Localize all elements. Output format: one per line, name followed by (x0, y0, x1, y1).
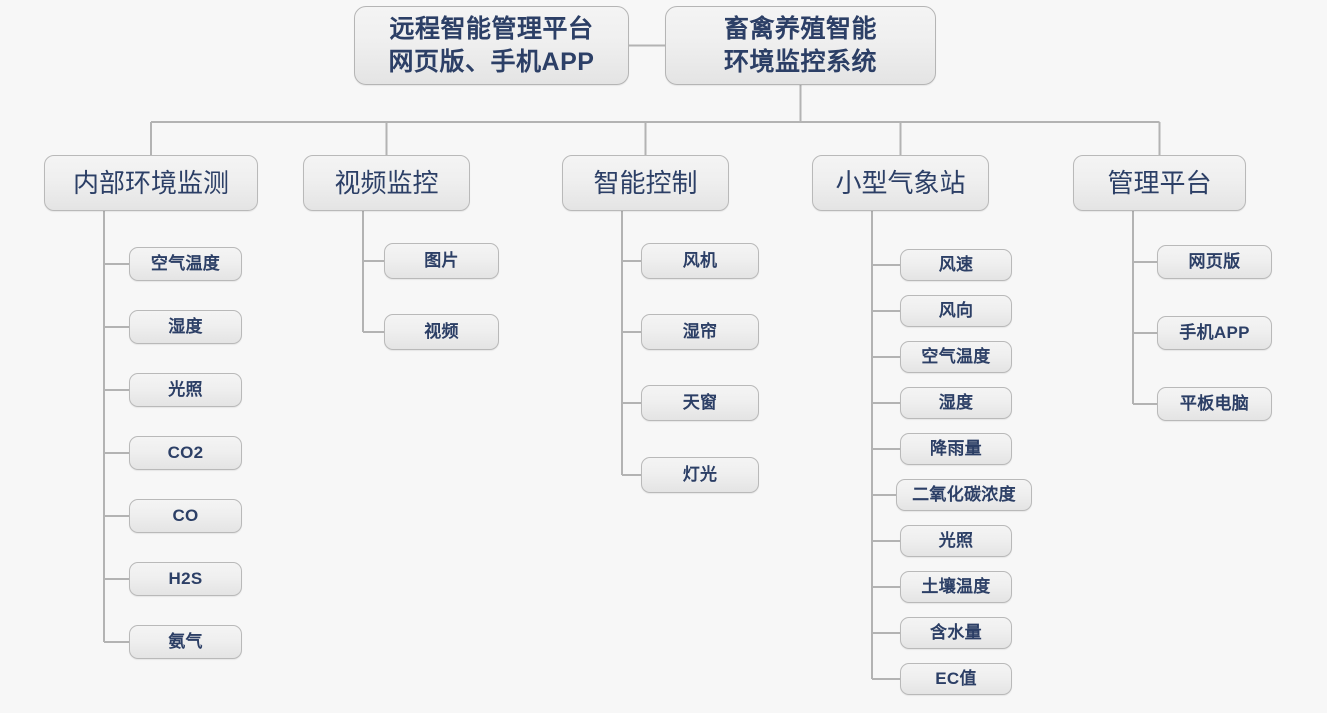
leaf-node-4-1[interactable]: 手机APP (1157, 316, 1272, 350)
leaf-node-0-1[interactable]: 湿度 (129, 310, 242, 344)
branch-node-0-label: 内部环境监测 (72, 167, 229, 198)
leaf-node-3-8-label: 含水量 (930, 622, 982, 642)
branch-node-2-label: 智能控制 (593, 167, 698, 198)
root-node-label: 畜禽养殖智能 环境监控系统 (723, 14, 877, 76)
leaf-node-3-5-label: 二氧化碳浓度 (912, 484, 1016, 504)
leaf-node-0-5[interactable]: H2S (129, 562, 242, 596)
side-node-remote-platform[interactable]: 远程智能管理平台 网页版、手机APP (354, 6, 629, 85)
leaf-node-3-9-label: EC值 (935, 668, 977, 688)
leaf-node-0-0-label: 空气温度 (150, 253, 221, 273)
leaf-node-3-8[interactable]: 含水量 (900, 617, 1012, 649)
leaf-node-3-0-label: 风速 (938, 254, 974, 274)
leaf-node-1-0-label: 图片 (424, 250, 459, 270)
branch-node-2[interactable]: 智能控制 (562, 155, 729, 211)
leaf-node-1-1[interactable]: 视频 (384, 314, 499, 350)
side-node-label: 远程智能管理平台 网页版、手机APP (388, 14, 595, 76)
branch-node-0[interactable]: 内部环境监测 (44, 155, 258, 211)
leaf-node-0-2[interactable]: 光照 (129, 373, 242, 407)
leaf-node-3-6[interactable]: 光照 (900, 525, 1012, 557)
leaf-node-2-0-label: 风机 (682, 250, 718, 270)
leaf-node-0-0[interactable]: 空气温度 (129, 247, 242, 281)
branch-node-1-label: 视频监控 (334, 167, 439, 198)
root-node[interactable]: 畜禽养殖智能 环境监控系统 (665, 6, 936, 85)
leaf-node-0-4[interactable]: CO (129, 499, 242, 533)
leaf-node-2-2-label: 天窗 (682, 392, 718, 412)
leaf-node-3-1[interactable]: 风向 (900, 295, 1012, 327)
leaf-node-4-0-label: 网页版 (1188, 251, 1241, 271)
leaf-node-2-3[interactable]: 灯光 (641, 457, 759, 493)
leaf-node-2-3-label: 灯光 (682, 464, 718, 484)
leaf-node-4-2[interactable]: 平板电脑 (1157, 387, 1272, 421)
branch-node-1[interactable]: 视频监控 (303, 155, 470, 211)
leaf-node-0-6-label: 氨气 (168, 631, 203, 651)
leaf-node-3-5[interactable]: 二氧化碳浓度 (896, 479, 1032, 511)
branch-node-3[interactable]: 小型气象站 (812, 155, 989, 211)
leaf-node-0-3-label: CO2 (167, 442, 204, 462)
leaf-node-3-7[interactable]: 土壤温度 (900, 571, 1012, 603)
leaf-node-3-2-label: 空气温度 (921, 346, 991, 366)
leaf-node-2-1[interactable]: 湿帘 (641, 314, 759, 350)
leaf-node-3-2[interactable]: 空气温度 (900, 341, 1012, 373)
leaf-node-3-4-label: 降雨量 (930, 438, 982, 458)
leaf-node-3-3-label: 湿度 (938, 392, 974, 412)
leaf-node-0-4-label: CO (172, 505, 199, 525)
leaf-node-0-3[interactable]: CO2 (129, 436, 242, 470)
leaf-node-0-1-label: 湿度 (168, 316, 203, 336)
leaf-node-1-0[interactable]: 图片 (384, 243, 499, 279)
leaf-node-0-2-label: 光照 (168, 379, 203, 399)
branch-node-3-label: 小型气象站 (835, 167, 966, 198)
leaf-node-0-6[interactable]: 氨气 (129, 625, 242, 659)
leaf-node-4-0[interactable]: 网页版 (1157, 245, 1272, 279)
leaf-node-4-2-label: 平板电脑 (1179, 393, 1250, 413)
leaf-node-2-0[interactable]: 风机 (641, 243, 759, 279)
branch-node-4[interactable]: 管理平台 (1073, 155, 1246, 211)
leaf-node-3-9[interactable]: EC值 (900, 663, 1012, 695)
leaf-node-3-1-label: 风向 (938, 300, 974, 320)
leaf-node-3-3[interactable]: 湿度 (900, 387, 1012, 419)
leaf-node-4-1-label: 手机APP (1179, 322, 1250, 342)
leaf-node-3-6-label: 光照 (938, 530, 974, 550)
leaf-node-0-5-label: H2S (168, 568, 203, 588)
leaf-node-3-7-label: 土壤温度 (921, 576, 991, 596)
leaf-node-1-1-label: 视频 (424, 321, 459, 341)
leaf-node-3-0[interactable]: 风速 (900, 249, 1012, 281)
leaf-node-2-2[interactable]: 天窗 (641, 385, 759, 421)
leaf-node-2-1-label: 湿帘 (682, 321, 718, 341)
leaf-node-3-4[interactable]: 降雨量 (900, 433, 1012, 465)
branch-node-4-label: 管理平台 (1107, 167, 1212, 198)
